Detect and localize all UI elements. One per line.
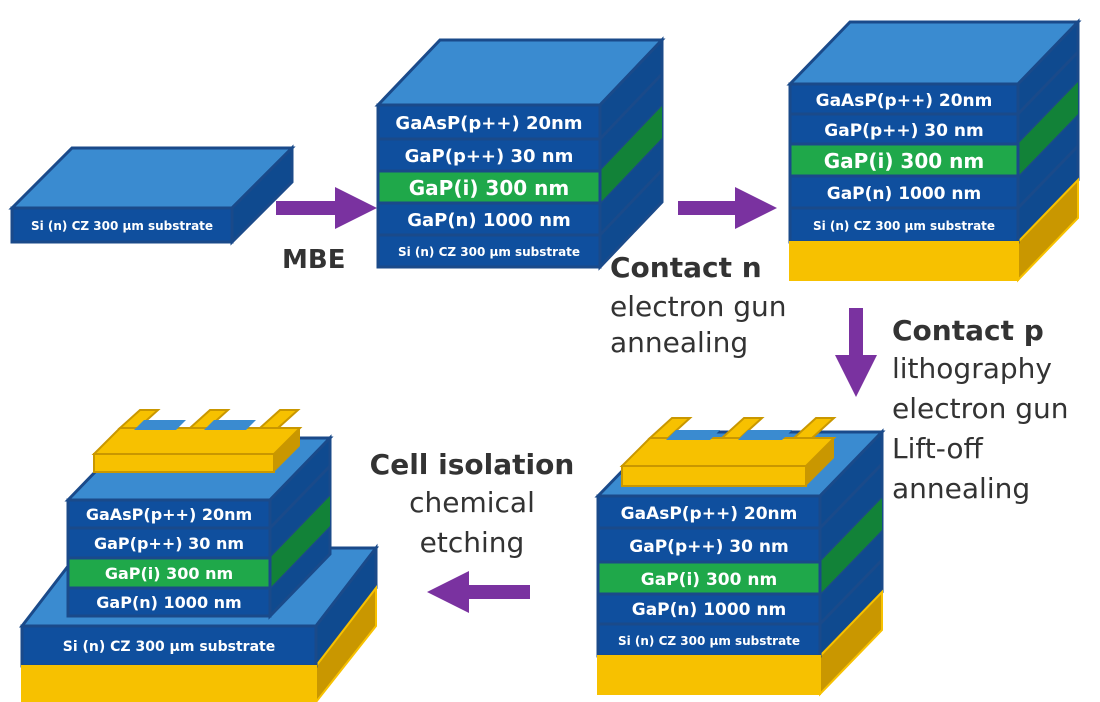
step-contact-p-line-4: annealing	[892, 472, 1030, 505]
layer-gap-n-label: GaP(n) 1000 nm	[827, 184, 982, 204]
layer-gap-i-label: GaP(i) 300 nm	[409, 176, 569, 200]
layer-gap-n-label: GaP(n) 1000 nm	[96, 593, 241, 612]
stage-mbe: GaAsP(p++) 20nm GaP(p++) 30 nm GaP(i) 30…	[374, 36, 666, 271]
step-contact-n-title: Contact n	[610, 251, 762, 284]
layer-gaasp-label: GaAsP(p++) 20nm	[395, 113, 582, 134]
substrate-label: Si (n) CZ 300 µm substrate	[63, 639, 275, 655]
layer-gaasp-label: GaAsP(p++) 20nm	[816, 91, 993, 111]
step-contact-p-line-1: lithography	[892, 352, 1052, 385]
step-contact-p-line-2: electron gun	[892, 392, 1069, 425]
layer-gap-p-label: GaP(p++) 30 nm	[405, 146, 574, 167]
layer-gap-p-label: GaP(p++) 30 nm	[629, 537, 788, 557]
layer-gap-p-label: GaP(p++) 30 nm	[824, 121, 983, 141]
step-contact-p-line-3: Lift-off	[892, 432, 983, 465]
step-contact-n-line-1: electron gun	[610, 290, 787, 323]
stage-contact-p: GaAsP(p++) 20nm GaP(p++) 30 nm GaP(i) 30…	[594, 417, 886, 697]
layer-gap-n-label: GaP(n) 1000 nm	[632, 600, 787, 620]
layer-gaasp-label: GaAsP(p++) 20nm	[86, 505, 252, 524]
step-isolation-line-2: etching	[420, 526, 525, 559]
front-grid-contact	[619, 417, 837, 487]
substrate-label: Si (n) CZ 300 µm substrate	[813, 219, 995, 233]
layer-gap-p-label: GaP(p++) 30 nm	[94, 534, 244, 553]
layer-gaasp-label: GaAsP(p++) 20nm	[621, 504, 798, 524]
substrate-label: Si (n) CZ 300 µm substrate	[618, 634, 800, 648]
stage-substrate: Si (n) CZ 300 µm substrate	[8, 144, 296, 246]
layer-gap-i-label: GaP(i) 300 nm	[824, 149, 984, 173]
stage-isolation: Si (n) CZ 300 µm substrate GaAsP(p++) 20…	[18, 409, 380, 702]
substrate-label: Si (n) CZ 300 µm substrate	[398, 245, 580, 259]
step-mbe: MBE	[282, 245, 345, 275]
step-isolation-line-1: chemical	[409, 486, 535, 519]
layer-gap-i-label: GaP(i) 300 nm	[641, 570, 777, 590]
step-isolation-title: Cell isolation	[370, 448, 575, 481]
layer-gap-i-label: GaP(i) 300 nm	[105, 564, 233, 583]
front-grid-contact	[91, 409, 303, 473]
stage-contact-n: GaAsP(p++) 20nm GaP(p++) 30 nm GaP(i) 30…	[786, 18, 1082, 283]
step-contact-n-line-2: annealing	[610, 326, 748, 359]
step-contact-p-title: Contact p	[892, 314, 1044, 347]
layer-gap-n-label: GaP(n) 1000 nm	[407, 210, 571, 231]
substrate-label: Si (n) CZ 300 µm substrate	[31, 219, 213, 233]
